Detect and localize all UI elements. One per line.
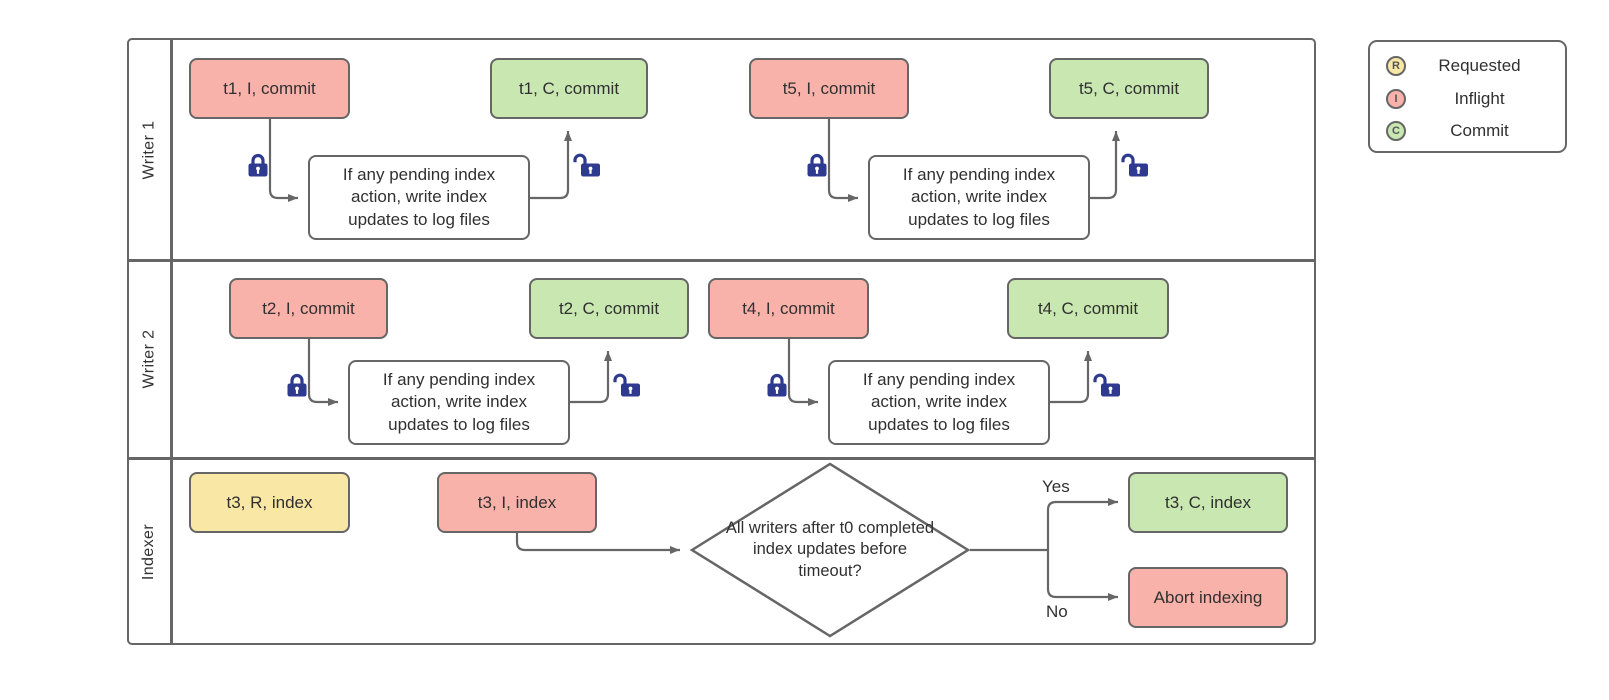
node-t5-commit: t5, C, commit [1049,58,1209,119]
branch-no-label: No [1046,602,1068,621]
lane-label-separator [170,38,173,645]
branch-yes-label: Yes [1042,477,1070,496]
lane-writer2: Writer 2 [127,261,172,457]
node-t3-inflight: t3, I, index [437,472,597,533]
lane-writer2-label: Writer 2 [140,329,158,389]
node-t3-requested: t3, R, index [189,472,350,533]
requested-chip-icon: R [1386,56,1406,76]
legend-requested-label: Requested [1438,56,1521,75]
legend-inflight-label: Inflight [1454,88,1505,108]
legend-row-inflight: I Inflight [1386,87,1553,111]
legend-commit-label: Commit [1450,121,1509,140]
process-write-index-4: If any pending index action, write index… [828,360,1050,445]
process-write-index-2: If any pending index action, write index… [868,155,1090,240]
lane-writer1: Writer 1 [127,40,172,259]
process-write-index-1: If any pending index action, write index… [308,155,530,240]
legend-row-commit: C Commit [1386,119,1553,143]
process-write-index-3: If any pending index action, write index… [348,360,570,445]
node-t5-inflight: t5, I, commit [749,58,909,119]
node-t4-commit: t4, C, commit [1007,278,1169,339]
node-t1-inflight: t1, I, commit [189,58,350,119]
decision-diamond: All writers after t0 completed index upd… [689,462,971,638]
lane-writer1-label: Writer 1 [140,120,158,179]
node-t3-commit: t3, C, index [1128,472,1288,533]
node-t2-inflight: t2, I, commit [229,278,388,339]
lane-indexer-label: Indexer [140,523,158,581]
decision-diamond-shape [689,462,971,638]
commit-chip-icon: C [1386,121,1406,141]
decision-text: All writers after t0 completed index upd… [725,518,935,580]
node-t1-commit: t1, C, commit [490,58,648,119]
lane-indexer: Indexer [127,459,172,645]
node-t4-inflight: t4, I, commit [708,278,869,339]
lane-divider-1 [127,259,1316,262]
legend: R Requested I Inflight C Commit [1368,40,1567,153]
lane-divider-2 [127,457,1316,460]
inflight-chip-icon: I [1386,88,1406,109]
node-abort-indexing: Abort indexing [1128,567,1288,628]
node-t2-commit: t2, C, commit [529,278,689,339]
legend-row-requested: R Requested [1386,54,1553,78]
